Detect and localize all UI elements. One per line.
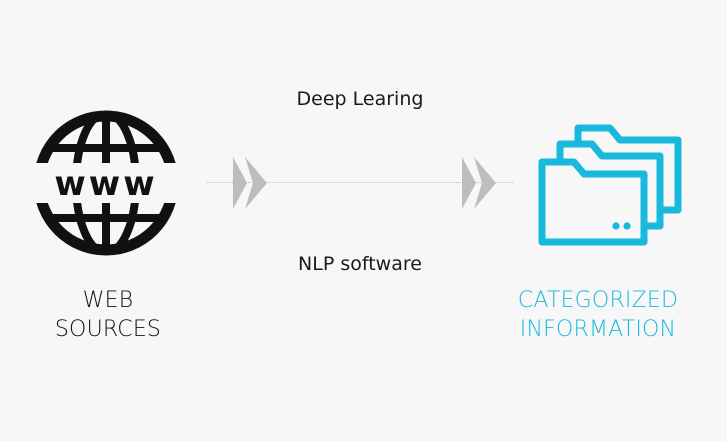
target-label-line2: INFORMATION [519,317,677,342]
process-top-label: Deep Learing [296,88,424,110]
target-label: CATEGORIZED INFORMATION [494,286,702,344]
svg-text:www: www [54,164,157,204]
double-chevron-right-icon [462,157,496,209]
double-chevron-right-icon [233,157,267,209]
www-globe-icon: www [30,110,182,256]
target-label-line1: CATEGORIZED [517,288,679,313]
folders-icon [538,124,682,246]
source-label-line2: SOURCES [54,317,162,342]
flow-line [207,182,513,183]
process-bottom-label: NLP software [298,253,422,275]
source-label: WEB SOURCES [22,286,194,344]
source-label-line1: WEB [82,288,134,313]
